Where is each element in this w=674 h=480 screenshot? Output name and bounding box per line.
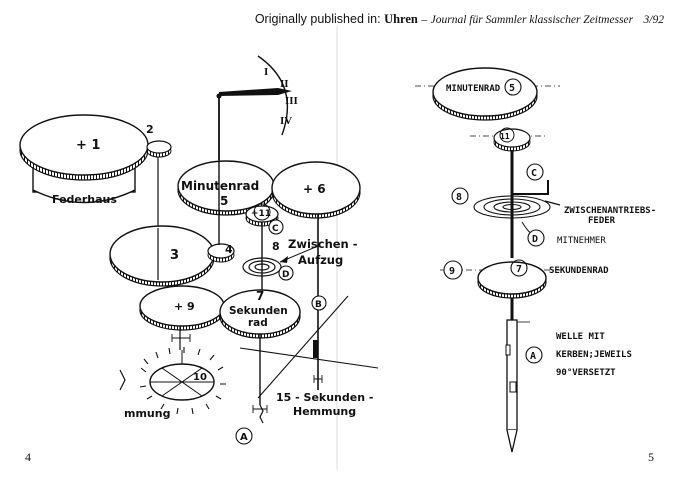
rad-label: rad [248, 317, 268, 329]
right-minutenrad-label: MINUTENRAD [446, 84, 501, 94]
right-label-a: A [530, 351, 536, 362]
sekundenrad-label: SEKUNDENRAD [549, 266, 609, 276]
journal-dash: – [421, 14, 428, 26]
label-b: B [315, 300, 322, 310]
dial-numeral-4: IV [280, 115, 292, 127]
pinion-2 [146, 140, 172, 154]
right-figure [415, 67, 561, 453]
wheel-9-label: + 9 [174, 300, 195, 313]
magazine-name: Uhren [384, 12, 418, 26]
left-figure [19, 55, 379, 445]
label-c-circle [268, 219, 284, 235]
label-a-circle [235, 427, 253, 445]
label-d: D [282, 270, 289, 280]
right-label-8-circle [451, 187, 469, 205]
right-pinion-11-label: 11 [500, 132, 510, 141]
right-wheel-7-label: 7 [516, 264, 522, 275]
publication-header: Originally published in: Uhren – Journal… [0, 12, 664, 27]
page-number-left: 4 [25, 450, 31, 464]
label-b-circle [311, 295, 327, 311]
right-label-11-circle [499, 127, 515, 143]
label-d-circle [278, 265, 294, 281]
issue-number: 3/92 [643, 14, 664, 26]
pinion-4-label: 4 [225, 243, 233, 256]
welle-line-1: WELLE MIT [556, 332, 605, 342]
spring-8-label: 8 [272, 240, 280, 253]
wheel-3 [109, 225, 215, 283]
left-figure-labels: I II III IV + 1 2 Federhaus 3 4 Minutenr… [52, 66, 373, 443]
welle-line-3: 90°VERSETZT [556, 368, 616, 378]
mitnehmer-label: MITNEHMER [557, 236, 606, 246]
published-note: Originally published in: [254, 12, 381, 26]
label-11-circle [253, 203, 271, 221]
dial-numeral-3: III [285, 95, 298, 107]
wheel-5-label: 5 [220, 194, 228, 208]
minute-hand-icon [219, 88, 292, 96]
aufzug-label: Aufzug [298, 253, 343, 267]
right-shaft-a [506, 319, 518, 431]
right-label-7-circle [510, 259, 528, 277]
hemmung-label: Hemmung [293, 405, 356, 418]
right-label-d: D [532, 234, 538, 245]
welle-line-2: KERBEN;JEWEILS [556, 350, 632, 360]
page-number-right: 5 [648, 450, 654, 464]
minutenrad-label: Minutenrad [181, 179, 259, 193]
dial-numeral-1: I [264, 66, 268, 78]
right-label-c: C [531, 168, 537, 179]
right-pinion-11 [493, 128, 531, 148]
right-wheel-5-label: 5 [509, 83, 515, 94]
right-spring-8 [473, 195, 551, 219]
federhaus-label: Federhaus [52, 193, 117, 206]
zwischen-label: Zwischen - [288, 237, 358, 251]
right-label-a-circle [525, 346, 543, 364]
right-label-5-circle [504, 78, 522, 96]
right-label-c-circle [526, 163, 544, 181]
right-wheel-5-minutenrad [432, 67, 538, 117]
right-figure-labels: MINUTENRAD 5 11 C 8 ZWISCHENANTRIEBS- FE… [446, 83, 656, 378]
pinion-11-label: +11 [251, 209, 271, 219]
pinion-4 [207, 243, 235, 259]
pinion-2-label: 2 [146, 123, 154, 136]
hemmung-fragment-label: mmung [124, 407, 170, 420]
wheel-10-label: 10 [193, 372, 207, 383]
right-spring-8-label: 8 [456, 192, 462, 203]
dial-numeral-2: II [280, 78, 289, 90]
right-label-d-circle [527, 229, 545, 247]
label-a: A [240, 432, 248, 443]
label-c: C [272, 224, 279, 234]
right-wheel-7-sekundenrad [477, 261, 547, 295]
wheel-3-label: 3 [170, 248, 179, 263]
fifteen-sekunden-label: 15 - Sekunden - [276, 391, 373, 404]
zwischenantriebs-label: ZWISCHENANTRIEBS- [564, 206, 656, 216]
sekunden-label: Sekunden [229, 305, 288, 317]
journal-title: Journal für Sammler klassischer Zeitmess… [430, 14, 634, 26]
right-label-9-circle [443, 260, 463, 280]
wheel-6-label: + 6 [303, 182, 326, 196]
wheel-1-label: + 1 [76, 138, 100, 153]
right-wheel-9-label: 9 [449, 266, 455, 277]
feder-label: FEDER [588, 216, 616, 226]
wheel-7-label: 7 [256, 289, 264, 303]
wheel-6 [271, 161, 361, 215]
